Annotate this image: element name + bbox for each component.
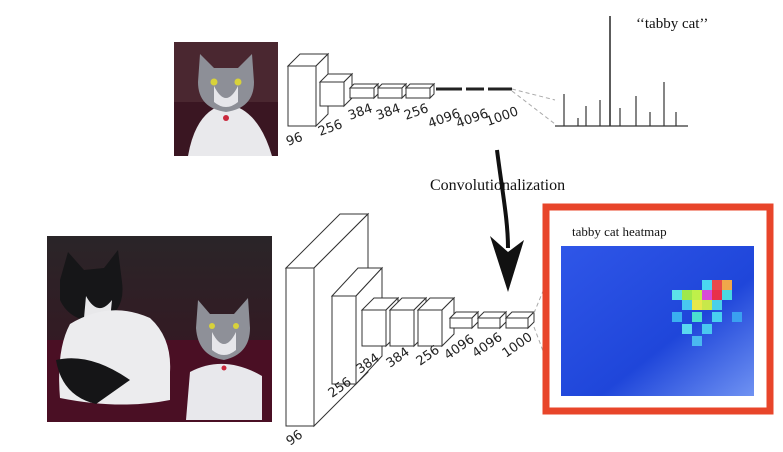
top-network [286,52,512,128]
bottom-layer-7 [476,310,508,330]
transition-label: Convolutionalization [430,177,565,194]
bottom-layer-5 [416,296,456,348]
heatmap-hotspots [672,280,742,346]
bottom-label-256b: 256 [414,343,443,370]
cat-photo [174,42,278,156]
top-layer-3 [348,82,380,100]
bottom-layer-8 [504,310,536,330]
bottom-label-384b: 384 [384,345,413,372]
top-output-histogram [555,16,688,127]
dog-and-cat-photo [47,236,272,422]
bottom-network [284,212,536,428]
top-layer-2 [318,72,354,108]
top-label-96: 96 [284,130,305,150]
bottom-label-1000: 1000 [500,330,536,361]
bottom-label-96: 96 [284,427,306,449]
bottom-label-4096b: 4096 [470,330,506,361]
down-arrow-icon [490,149,524,292]
heatmap-field [561,246,754,396]
top-label-384b: 384 [374,101,402,124]
top-layer-4 [376,82,408,100]
bottom-layer-6 [448,310,480,330]
heatmap-title: tabby cat heatmap [572,224,667,239]
top-output-label: ‘‘tabby cat’’ [636,16,708,32]
top-label-1000: 1000 [484,104,520,129]
heatmap-panel: tabby cat heatmap [542,203,774,415]
top-label-384a: 384 [346,101,374,124]
top-layer-5 [404,82,436,100]
top-projection-lines [511,88,556,125]
